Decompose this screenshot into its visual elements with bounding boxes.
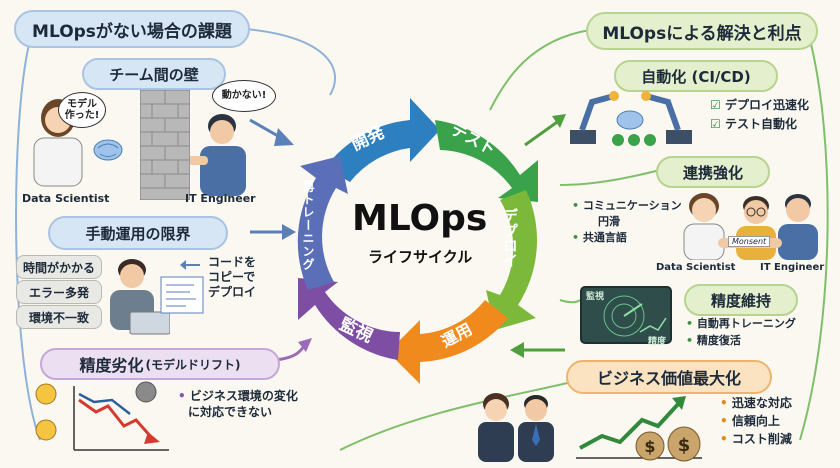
business-people-illustration (478, 393, 554, 462)
screen-label-monitor: 監視 (586, 292, 605, 302)
svg-text:$: $ (678, 435, 691, 456)
business-item-speed: 迅速な対応 (731, 396, 792, 410)
collab-item-comm: コミュニケーション (582, 199, 682, 212)
business-value-title: ビジネス価値最大化 (566, 360, 772, 394)
automation-list: ☑ デプロイ迅速化 ☑ テスト自動化 (710, 98, 809, 131)
monitor-screen-icon (580, 286, 672, 344)
it-label-left: IT Engineer (185, 192, 256, 205)
tag-time: 時間がかかる (16, 255, 102, 279)
center-title: MLOps (352, 198, 488, 239)
business-list: • 迅速な対応 • 信頼向上 • コスト削減 (720, 396, 792, 446)
team-wall-title: チーム間の壁 (82, 58, 226, 90)
ds-bubble-line1: モデル (67, 98, 97, 110)
center-subtitle: ライフサイクル (368, 248, 473, 266)
accuracy-title: 精度維持 (684, 284, 798, 316)
cycle-arrow-monitor (298, 278, 400, 360)
automation-item-test: テスト自動化 (724, 116, 797, 131)
collab-item-language: 共通言語 (582, 230, 627, 244)
manual-ops-title: 手動運用の限界 (48, 216, 228, 250)
manual-note-line1: コードを (208, 255, 257, 269)
collab-list: • コミュニケーション 円滑 • 共通言語 (572, 199, 682, 244)
collab-sign: Monsent (728, 236, 771, 247)
it-engineer-illustration (190, 114, 246, 196)
automation-item-deploy: デプロイ迅速化 (724, 98, 809, 112)
collab-title: 連携強化 (656, 156, 770, 188)
collab-item-comm-2: 円滑 (598, 214, 620, 228)
growth-chart-money-icon: $ $ (576, 396, 702, 462)
model-drift-title: 精度劣化(モデルドリフト) (40, 348, 280, 380)
code-document-icon (160, 276, 204, 314)
manual-note: コードを コピーで デプロイ (208, 255, 256, 300)
accuracy-item-recover: 精度復活 (696, 333, 741, 347)
svg-text:$: $ (644, 437, 655, 456)
ds-speech-bubble: モデル作った! (58, 92, 106, 128)
drift-title-main: 精度劣化 (79, 356, 144, 375)
tag-env-mismatch: 環境不一致 (16, 305, 102, 329)
cycle-arrow-retrain (297, 156, 348, 290)
brick-wall-icon (140, 90, 190, 200)
manual-note-line2: コピーで (208, 270, 256, 284)
automation-title: 自動化 (CI/CD) (614, 60, 778, 92)
mlops-cycle-diagram (297, 98, 538, 384)
problems-header: MLOpsがない場合の課題 (14, 10, 250, 48)
accuracy-list: • 自動再トレーニング • 精度復活 (686, 317, 796, 347)
drift-note: • ビジネス環境の変化 に対応できない (178, 389, 298, 420)
cycle-arrow-operate (388, 300, 508, 384)
screen-label-accuracy: 精度 (648, 337, 667, 347)
manual-note-line3: デプロイ (208, 285, 257, 299)
cycle-arrow-deploy (486, 190, 538, 330)
cycle-arrow-test (435, 120, 538, 202)
it-speech-bubble: 動かない! (212, 80, 276, 112)
accuracy-item-retrain: 自動再トレーニング (696, 317, 796, 330)
ds-label-right: Data Scientist (656, 262, 736, 273)
cycle-label-deploy: デプロイ (501, 208, 519, 268)
drift-note-line2: に対応できない (188, 405, 273, 420)
drift-title-sub: (モデルドリフト) (145, 357, 241, 372)
drift-note-line1: ビジネス環境の変化 (189, 389, 298, 403)
ds-bubble-line2: 作った! (64, 110, 100, 121)
business-item-trust: 信頼向上 (731, 414, 780, 428)
it-label-right: IT Engineer (760, 262, 825, 273)
cycle-label-retrain: 再トレーニング (301, 180, 315, 271)
tag-errors: エラー多発 (16, 280, 102, 304)
ds-label-left: Data Scientist (22, 192, 110, 205)
robot-arm-icon (570, 91, 692, 146)
declining-chart-icon (35, 381, 169, 451)
copy-arrow-icon (180, 260, 200, 270)
handshake-illustration (683, 193, 818, 260)
stressed-worker-illustration (110, 259, 170, 335)
cycle-arrow-develop (325, 98, 440, 182)
benefits-header: MLOpsによる解決と利点 (586, 12, 818, 50)
business-item-cost: コスト削減 (731, 432, 792, 446)
